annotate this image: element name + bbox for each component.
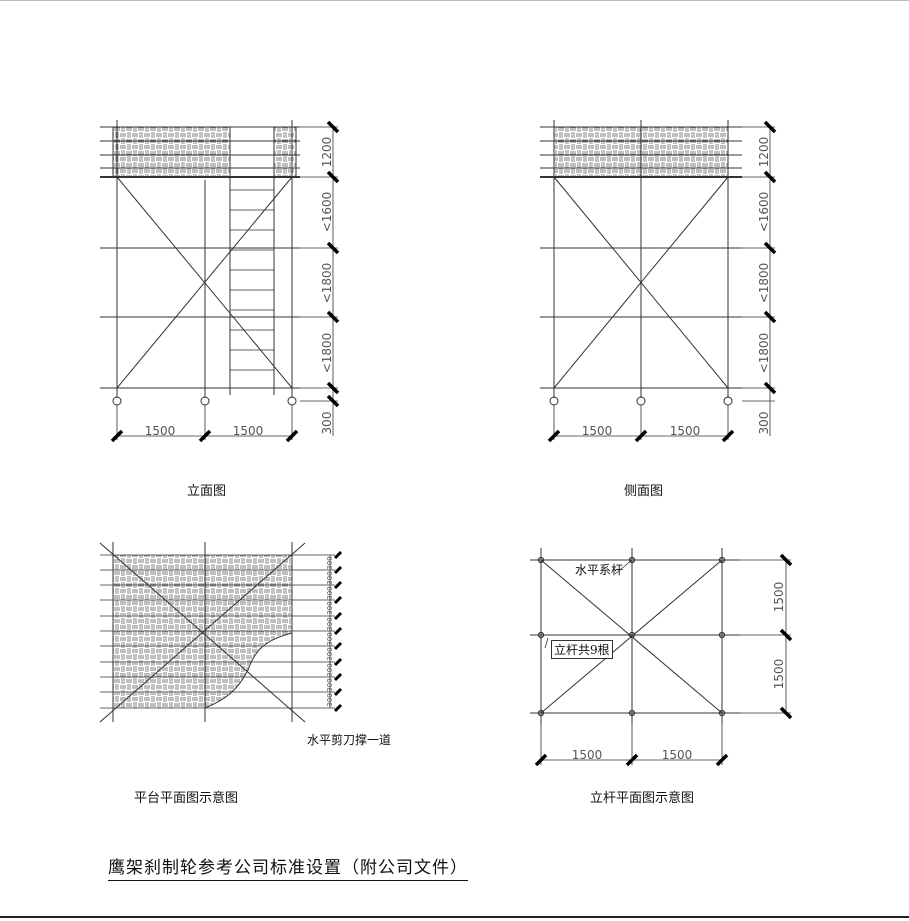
elevation-guard-panel-right	[273, 126, 297, 178]
platform-dim-labels: 300 300 300 300 300 300 300 300 300 300	[326, 556, 334, 706]
pole-plan-caption: 立杆平面图示意图	[590, 791, 695, 806]
elevation-dim-h-2: 1500	[233, 424, 264, 438]
pole-plan-dim-labels: 1500 1500 1500 1500	[572, 582, 786, 762]
elevation-view	[100, 120, 340, 443]
side-dim-v-1: 1200	[757, 137, 771, 168]
elevation-dim-v-5: 300	[320, 412, 334, 435]
pole-dim-v-2: 1500	[772, 659, 786, 690]
platform-plan-view	[99, 542, 343, 723]
side-view	[540, 120, 777, 443]
elevation-dim-v-4: <1800	[320, 333, 334, 374]
pole-plan-view	[530, 548, 793, 767]
horizontal-tie-note: 水平系杆	[575, 563, 624, 577]
pole-dim-v-1: 1500	[772, 582, 786, 613]
platform-dim-2: 300	[326, 571, 334, 584]
elevation-dim-v-1: 1200	[320, 137, 334, 168]
platform-dim-9: 300	[326, 678, 334, 691]
platform-plan-caption: 平台平面图示意图	[134, 791, 239, 806]
side-caption: 侧面图	[624, 484, 664, 499]
elevation-guard-panel-left	[112, 126, 231, 178]
platform-dim-10: 300	[326, 693, 334, 706]
elevation-dim-labels: 1500 1500 1200 <1600 <1800 <1800 300	[145, 137, 334, 438]
platform-dim-5: 300	[326, 617, 334, 630]
side-dim-v-4: <1800	[757, 333, 771, 374]
platform-dim-8: 300	[326, 663, 334, 676]
platform-dim-4: 300	[326, 601, 334, 614]
elevation-dim-v-3: <1800	[320, 263, 334, 304]
platform-dim-1: 300	[326, 556, 334, 569]
platform-break-line	[204, 632, 293, 709]
side-dim-h-2: 1500	[670, 424, 701, 438]
side-dim-v-3: <1800	[757, 263, 771, 304]
side-dim-h-1: 1500	[582, 424, 613, 438]
side-dim-v-2: <1600	[757, 192, 771, 233]
scissor-brace-note: 水平剪刀撑一道	[307, 733, 392, 747]
pole-dim-h-1: 1500	[572, 748, 603, 762]
top-border	[0, 0, 909, 1]
platform-dim-3: 300	[326, 586, 334, 599]
bottom-border	[0, 916, 909, 918]
elevation-dim-v-2: <1600	[320, 192, 334, 233]
pole-dim-h-2: 1500	[662, 748, 693, 762]
side-dim-labels: 1500 1500 1200 <1600 <1800 <1800 300	[582, 137, 771, 438]
platform-dim-7: 300	[326, 647, 334, 660]
elevation-caption: 立面图	[187, 484, 227, 499]
platform-dim-6: 300	[326, 632, 334, 645]
page-title: 鹰架刹制轮参考公司标准设置（附公司文件）	[108, 853, 468, 881]
side-dim-v-5: 300	[757, 412, 771, 435]
pole-count-note: 立杆共9根	[551, 640, 613, 659]
elevation-dim-h-1: 1500	[145, 424, 176, 438]
